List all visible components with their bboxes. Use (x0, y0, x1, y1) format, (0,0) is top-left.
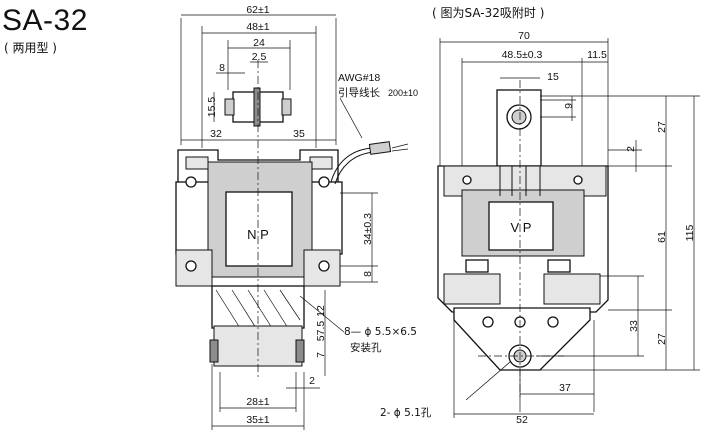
dim-bottom-35: 35±1 (246, 414, 269, 426)
dim-2: 2 (309, 375, 315, 387)
wire-strand (391, 148, 409, 152)
dim-9: 9 (563, 103, 575, 109)
wire-length-label: 引导线长 (338, 86, 380, 99)
dim-2-5: 2.5 (252, 51, 267, 63)
frame-slot (547, 259, 571, 273)
hatching (215, 289, 301, 329)
dim-15: 15 (547, 71, 559, 83)
mount-hole (185, 176, 197, 188)
dim-7: 7 (315, 352, 327, 358)
dim-15-5: 15.5 (206, 97, 218, 118)
dim-overall-width: 62±1 (246, 4, 269, 16)
model-subtitle: ( 两用型 ) (4, 41, 57, 55)
dim-48-5: 48.5±0.3 (502, 49, 543, 61)
hole-type-label: 安装孔 (350, 341, 382, 354)
dim-bottom-28: 28±1 (246, 396, 269, 408)
dim-27-bottom: 27 (656, 333, 668, 345)
dim-35: 35 (293, 128, 305, 140)
coil-label-plate-right (488, 201, 554, 251)
lug-hole-inner (511, 109, 527, 125)
dim-inner-width: 48±1 (246, 21, 269, 33)
armature-pin-right (295, 339, 305, 363)
dim-57-5: 57.5 (315, 321, 327, 342)
bracket-slot-left (185, 156, 209, 170)
plate-hole (482, 316, 494, 328)
right-view-caption: ( 图为SA-32吸附时 ) (432, 6, 545, 20)
leader-line (339, 97, 363, 139)
dim-11-5: 11.5 (587, 49, 607, 61)
foot-right (543, 273, 601, 305)
wire-length-value: 200±10 (388, 88, 418, 98)
dim-2-right: 2 (625, 146, 637, 152)
plunger-rod (253, 87, 261, 127)
dim-37: 37 (559, 382, 571, 394)
bottom-hole-label: 2- ϕ 5.1孔 (380, 406, 432, 419)
dim-coil-height: 34±0.3 (362, 213, 374, 245)
armature-pin-left (209, 339, 219, 363)
frame-slot (465, 259, 489, 273)
right-view: 70 48.5±0.3 11.5 15 9 V P (380, 30, 700, 426)
dim-61: 61 (656, 231, 668, 243)
mount-hole (185, 260, 197, 272)
wire-tip (368, 141, 392, 155)
foot-left (443, 273, 501, 305)
hole-spec-label: 8— ϕ 5.5×6.5 (344, 326, 417, 338)
coil-text-np: N P (247, 227, 269, 242)
leader-line (299, 295, 345, 333)
frame-hole (573, 175, 583, 185)
coil-text-vp: V P (511, 220, 532, 235)
dim-8: 8 (219, 62, 225, 74)
coil-label-plate (225, 191, 293, 267)
dim-8b: 8 (362, 271, 374, 277)
dim-33: 33 (628, 320, 640, 332)
dim-115: 115 (684, 224, 696, 241)
flange-left (175, 249, 213, 287)
mount-hole (318, 260, 330, 272)
dim-32: 32 (210, 128, 222, 140)
wire-gauge-label: AWG#18 (338, 72, 380, 84)
bracket-slot-right (309, 156, 333, 170)
leader-line (465, 361, 511, 401)
frame-hole (462, 175, 472, 185)
lead-wire (334, 151, 375, 185)
plate-hole (547, 316, 559, 328)
left-view: 62±1 48±1 24 8 2.5 15.5 32 35 N P (175, 4, 418, 430)
lead-wire (330, 147, 373, 183)
dim-slot-width: 24 (253, 37, 265, 49)
dim-12: 12 (315, 305, 327, 317)
mount-hole (318, 176, 330, 188)
wire-strand (391, 143, 409, 149)
model-title: SA-32 (2, 4, 88, 37)
dim-52: 52 (516, 414, 528, 426)
plunger-cap-left (224, 98, 235, 116)
terminals (499, 166, 541, 196)
plunger-cap-right (281, 98, 292, 116)
dim-overall-70: 70 (518, 30, 530, 42)
dim-27-top: 27 (656, 121, 668, 133)
